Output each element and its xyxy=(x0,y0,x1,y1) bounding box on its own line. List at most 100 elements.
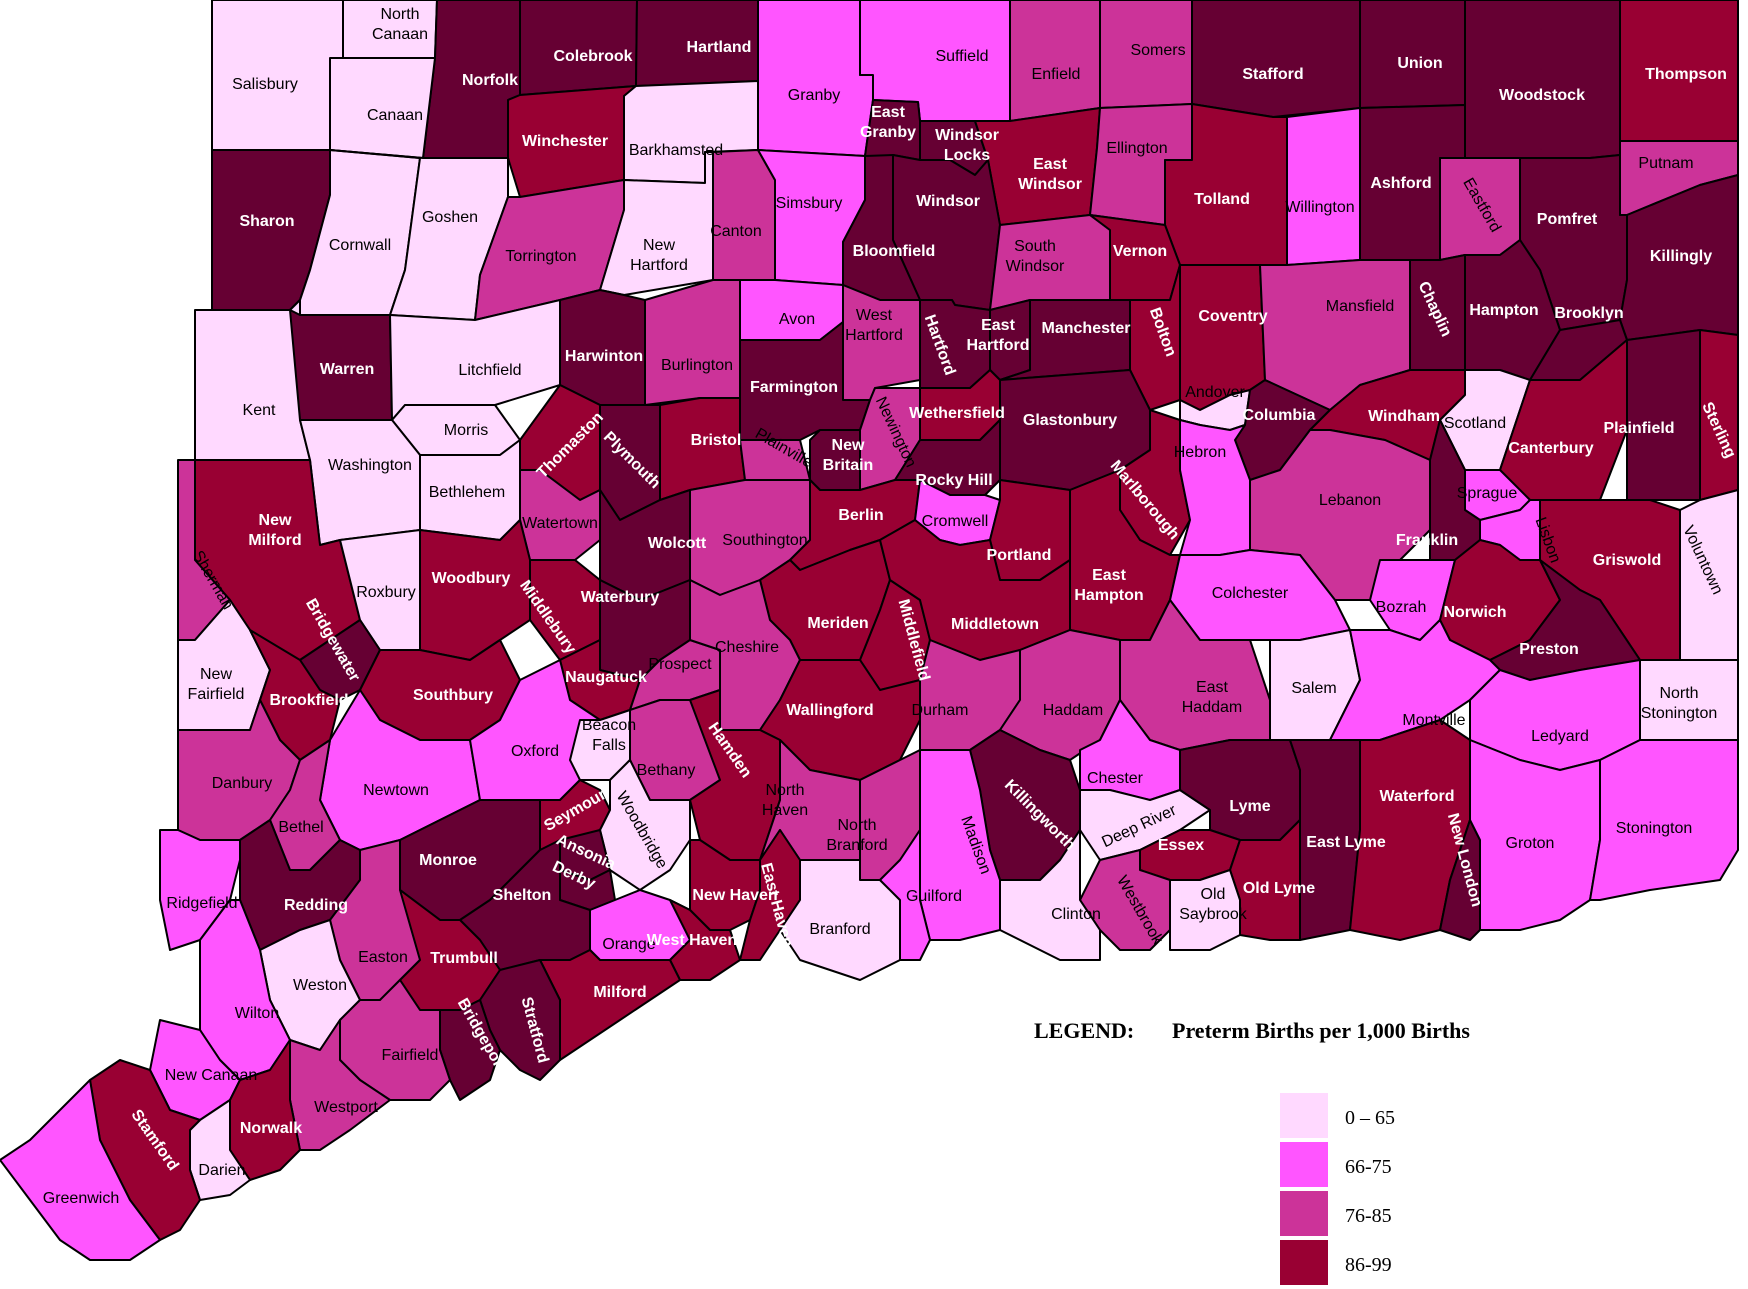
town-label-berlin: Berlin xyxy=(838,507,883,524)
towns-layer xyxy=(0,0,1739,1261)
town-label-brookfield: Brookfield xyxy=(269,692,348,709)
town-label-greenwich: Greenwich xyxy=(43,1190,119,1207)
town-label-manchester: Manchester xyxy=(1042,320,1131,337)
town-label-fairfield: Fairfield xyxy=(382,1047,439,1064)
town-label-portland: Portland xyxy=(987,547,1052,564)
town-label-lebanon: Lebanon xyxy=(1319,492,1381,509)
legend-label-3: 86-99 xyxy=(1345,1254,1392,1276)
town-label-putnam: Putnam xyxy=(1638,155,1693,172)
town-label-branford: Branford xyxy=(809,921,870,938)
town-label-sharon: Sharon xyxy=(239,213,294,230)
town-label-wilton: Wilton xyxy=(235,1005,279,1022)
town-label-easton: Easton xyxy=(358,949,408,966)
town-label-woodstock: Woodstock xyxy=(1499,87,1585,104)
town-label-cornwall: Cornwall xyxy=(329,237,391,254)
town-label-monroe: Monroe xyxy=(419,852,477,869)
town-label-harwinton: Harwinton xyxy=(565,348,643,365)
town-label-franklin: Franklin xyxy=(1396,532,1458,549)
town-label-burlington: Burlington xyxy=(661,357,733,374)
town-label-stafford: Stafford xyxy=(1242,66,1303,83)
town-label-naugatuck: Naugatuck xyxy=(565,669,647,686)
town-label-killingly: Killingly xyxy=(1650,248,1712,265)
town-label-watertown: Watertown xyxy=(522,515,598,532)
town-label-darien: Darien xyxy=(198,1162,245,1179)
town-label-trumbull: Trumbull xyxy=(430,950,498,967)
town-east-haven xyxy=(739,829,801,961)
town-greenwich xyxy=(0,1079,161,1261)
town-label-wolcott: Wolcott xyxy=(648,535,707,552)
town-label-montville: Montville xyxy=(1402,712,1465,729)
town-woodbridge xyxy=(599,759,691,891)
town-label-redding: Redding xyxy=(284,897,348,914)
town-label-bloomfield: Bloomfield xyxy=(853,243,936,260)
town-label-waterford: Waterford xyxy=(1380,788,1455,805)
town-deep-river xyxy=(1079,789,1211,861)
town-label-newtown: Newtown xyxy=(363,782,429,799)
town-label-southington: Southington xyxy=(722,532,807,549)
town-label-bethel: Bethel xyxy=(278,819,323,836)
town-label-clinton: Clinton xyxy=(1051,906,1101,923)
town-label-wallingford: Wallingford xyxy=(786,702,873,719)
town-label-roxbury: Roxbury xyxy=(356,584,416,601)
town-salisbury xyxy=(211,0,344,151)
legend-label-1: 66-75 xyxy=(1345,1156,1392,1178)
town-label-thompson: Thompson xyxy=(1645,66,1727,83)
town-plainfield xyxy=(1626,329,1701,501)
town-label-ridgefield: Ridgefield xyxy=(166,895,237,912)
town-label-meriden: Meriden xyxy=(807,615,868,632)
town-label-woodbury: Woodbury xyxy=(432,570,511,587)
town-label-glastonbury: Glastonbury xyxy=(1023,412,1117,429)
town-label-preston: Preston xyxy=(1519,641,1579,658)
town-label-suffield: Suffield xyxy=(935,48,988,65)
town-old-saybrook xyxy=(1169,869,1241,951)
town-label-new-haven: New Haven xyxy=(692,887,777,904)
legend-label-0: 0 – 65 xyxy=(1345,1107,1395,1129)
town-label-granby: Granby xyxy=(788,87,840,104)
town-label-shelton: Shelton xyxy=(493,887,552,904)
town-label-canaan: Canaan xyxy=(367,107,423,124)
town-label-mansfield: Mansfield xyxy=(1326,298,1394,315)
town-label-middletown: Middletown xyxy=(951,616,1039,633)
town-label-bethlehem: Bethlehem xyxy=(429,484,506,501)
town-groton xyxy=(1469,739,1601,931)
town-woodstock xyxy=(1464,0,1621,159)
town-clinton xyxy=(999,829,1101,961)
town-label-hebron: Hebron xyxy=(1174,444,1226,461)
town-label-norwich: Norwich xyxy=(1443,604,1506,621)
town-label-union: Union xyxy=(1397,55,1442,72)
town-label-cheshire: Cheshire xyxy=(715,639,779,656)
legend: LEGEND: Preterm Births per 1,000 Births … xyxy=(1034,1018,1470,1285)
town-label-ledyard: Ledyard xyxy=(1531,728,1589,745)
town-label-warren: Warren xyxy=(320,361,375,378)
town-stafford xyxy=(1191,0,1361,118)
town-label-canton: Canton xyxy=(710,223,762,240)
town-label-prospect: Prospect xyxy=(648,656,712,673)
town-label-farmington: Farmington xyxy=(750,379,838,396)
town-label-goshen: Goshen xyxy=(422,209,478,226)
town-label-norwalk: Norwalk xyxy=(240,1120,302,1137)
town-label-rocky-hill: Rocky Hill xyxy=(915,472,992,489)
town-label-colchester: Colchester xyxy=(1212,585,1289,602)
town-avon xyxy=(739,279,844,341)
town-label-plainfield: Plainfield xyxy=(1603,420,1674,437)
town-label-windham: Windham xyxy=(1368,408,1440,425)
town-label-torrington: Torrington xyxy=(505,248,576,265)
town-label-orange: Orange xyxy=(602,936,655,953)
town-label-litchfield: Litchfield xyxy=(458,362,521,379)
town-label-waterbury: Waterbury xyxy=(581,589,660,606)
town-label-ashford: Ashford xyxy=(1370,175,1431,192)
town-label-westport: Westport xyxy=(314,1099,378,1116)
town-label-morris: Morris xyxy=(444,422,488,439)
town-portland xyxy=(989,479,1071,581)
town-branford xyxy=(779,859,901,981)
legend-heading: LEGEND: xyxy=(1034,1018,1134,1043)
